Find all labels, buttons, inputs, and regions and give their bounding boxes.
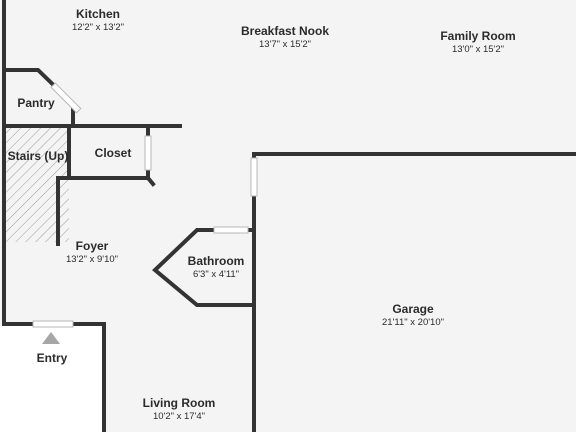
bathroom-label: Bathroom	[188, 254, 245, 268]
garage-door-opening	[250, 157, 258, 197]
family-room-label: Family Room	[440, 29, 515, 43]
breakfast-nook-label: Breakfast Nook	[241, 24, 329, 38]
foyer-label: Foyer	[76, 239, 109, 253]
stairs-hatch-lower	[6, 178, 58, 242]
closet-label: Closet	[95, 146, 132, 160]
pantry-door-opening	[50, 82, 82, 114]
kitchen-dims: 12'2" x 13'2"	[72, 22, 124, 33]
entry-door-opening	[32, 320, 74, 328]
bathroom-dims: 6'3" x 4'11"	[193, 269, 239, 280]
stairs-wall	[56, 124, 71, 246]
foyer-dims: 13'2" x 9'10"	[66, 254, 118, 265]
garage-dims: 21'11" x 20'10"	[382, 317, 444, 328]
kitchen-label: Kitchen	[76, 7, 120, 21]
stairs-label: Stairs (Up)	[8, 149, 69, 163]
entry-label: Entry	[37, 351, 68, 365]
bathroom-door-opening	[213, 226, 249, 234]
pantry-label: Pantry	[17, 96, 55, 110]
breakfast-nook-dims: 13'7" x 15'2"	[259, 39, 311, 50]
entry-arrow-icon	[42, 332, 60, 344]
closet-door-opening	[144, 135, 152, 171]
family-room-dims: 13'0" x 15'2"	[452, 44, 504, 55]
garage-label: Garage	[392, 302, 434, 316]
living-room-label: Living Room	[143, 396, 216, 410]
living-room-dims: 10'2" x 17'4"	[153, 411, 205, 422]
